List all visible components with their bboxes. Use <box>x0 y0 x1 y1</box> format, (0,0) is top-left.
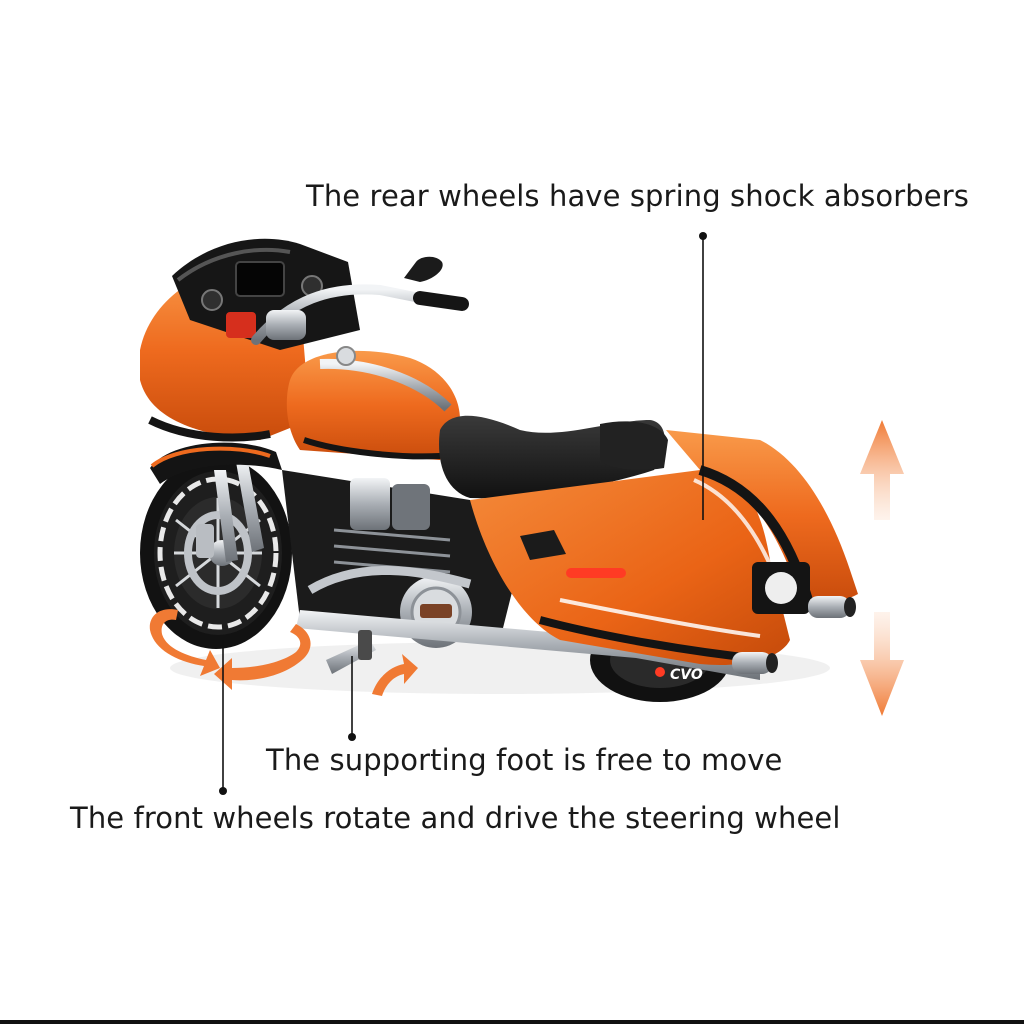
front-fork <box>196 462 264 562</box>
engine <box>282 470 760 680</box>
leader-front <box>219 640 227 795</box>
up-down-arrow-icon <box>860 420 904 716</box>
rear-shock-caption: The rear wheels have spring shock absorb… <box>306 179 969 213</box>
cvo-badge: CVO <box>670 667 703 683</box>
leader-foot <box>348 656 356 741</box>
saddlebag: CVO <box>470 430 858 683</box>
dashboard-screen <box>235 261 285 297</box>
curved-arrow-icon <box>149 609 418 696</box>
fuel-tank <box>286 346 460 460</box>
bottom-border <box>0 1020 1024 1024</box>
front-fairing <box>140 238 360 442</box>
front-wheel-caption: The front wheels rotate and drive the st… <box>70 801 841 835</box>
leader-rear <box>699 232 707 520</box>
seat <box>439 415 668 499</box>
handlebars <box>251 256 469 345</box>
front-wheel <box>140 457 292 649</box>
mirror <box>404 256 443 282</box>
supporting-foot-caption: The supporting foot is free to move <box>266 743 783 777</box>
